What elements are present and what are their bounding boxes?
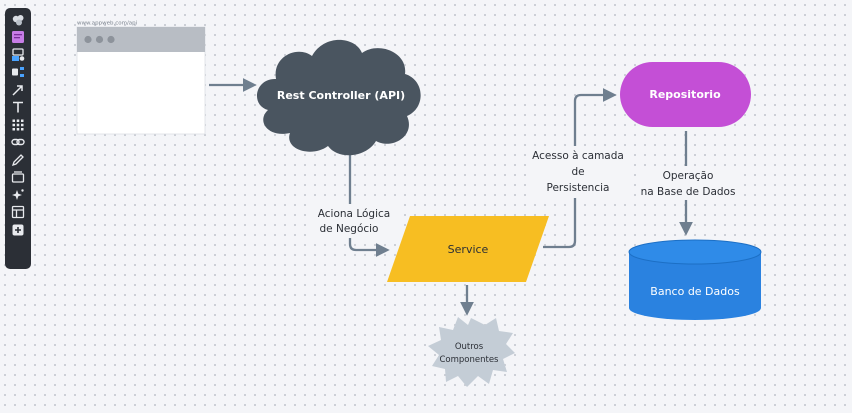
cylinder-body — [629, 252, 761, 320]
banco-de-dados-node[interactable]: Banco de Dados — [628, 239, 762, 320]
edge-label-acesso-line1: Acesso à camada — [532, 150, 624, 162]
frame-icon[interactable] — [8, 169, 28, 187]
service-label: Service — [448, 243, 489, 256]
outros-label-line2: Componentes — [439, 355, 499, 365]
edge-label-acesso-line3: Persistencia — [547, 182, 610, 194]
edge-label-operacao-line2: na Base de Dados — [641, 186, 736, 198]
add-more-icon[interactable] — [8, 221, 28, 239]
edge-label-bg — [636, 166, 736, 200]
flowchart-icon[interactable] — [8, 64, 28, 82]
shapes-icon[interactable] — [8, 46, 28, 64]
sticky-note-icon[interactable] — [8, 29, 28, 47]
edge-label-bg — [306, 204, 402, 238]
rest-controller-label: Rest Controller (API) — [277, 89, 405, 102]
connector-api-to-service[interactable] — [348, 155, 390, 257]
cylinder-top — [628, 239, 762, 265]
edge-label-bg — [527, 146, 627, 198]
window-dot-icon — [95, 35, 104, 44]
window-dot-icon — [107, 35, 115, 44]
service-shape — [387, 216, 549, 282]
layout-icon[interactable] — [8, 204, 28, 222]
browser-window[interactable]: www.appweb.com/api — [76, 21, 206, 135]
repositorio-label: Repositorio — [649, 88, 721, 101]
cloud-shape — [256, 39, 421, 156]
left-toolbar — [5, 8, 31, 269]
ai-sparkle-icon[interactable] — [8, 186, 28, 204]
edge-label-aciona-line1: Aciona Lógica — [318, 208, 390, 220]
repositorio-shape — [620, 62, 751, 127]
templates-icon[interactable] — [8, 11, 28, 29]
browser-url: www.appweb.com/api — [77, 21, 138, 27]
outros-label-line1: Outros — [455, 342, 484, 352]
rest-controller-node[interactable]: Rest Controller (API) — [256, 39, 421, 156]
grid-icon[interactable] — [8, 116, 28, 134]
repositorio-node[interactable]: Repositorio — [620, 62, 751, 127]
pen-icon[interactable] — [8, 151, 28, 169]
banco-de-dados-label: Banco de Dados — [650, 285, 740, 298]
outros-componentes-node[interactable]: Outros Componentes — [428, 317, 515, 387]
link-icon[interactable] — [8, 134, 28, 152]
edge-label-operacao-line1: Operação — [663, 170, 714, 182]
edge-label-aciona-line2: de Negócio — [320, 223, 379, 235]
window-dot-icon — [84, 35, 92, 44]
edge-label-acesso-line2: de — [571, 166, 584, 178]
service-node[interactable]: Service — [387, 216, 549, 282]
arrow-icon[interactable] — [8, 81, 28, 99]
burst-shape — [428, 317, 515, 387]
text-icon[interactable] — [8, 99, 28, 117]
